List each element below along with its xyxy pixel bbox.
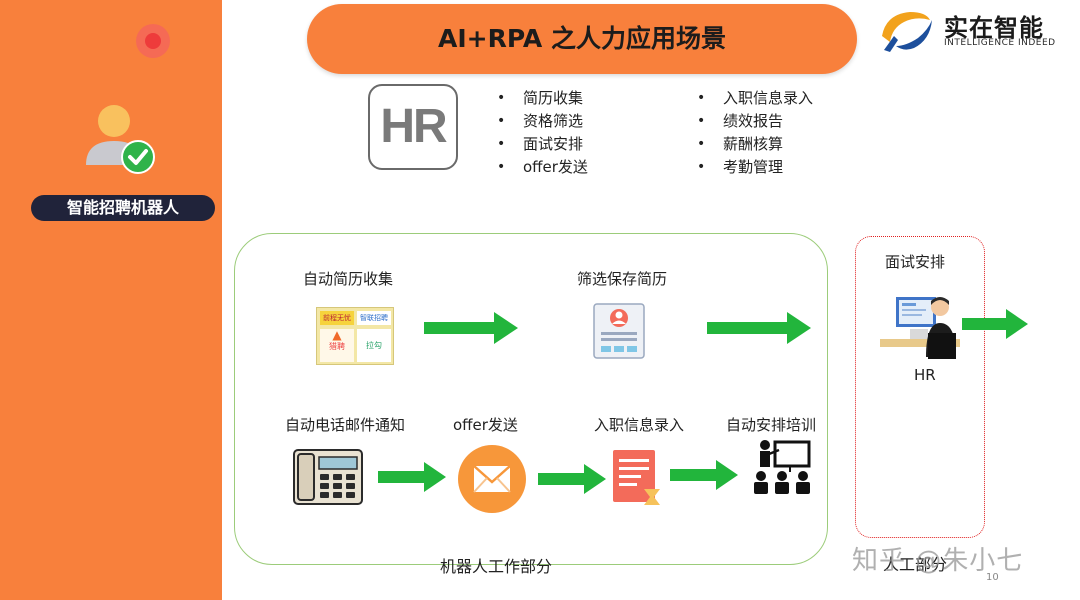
onboarding-form-icon <box>613 450 660 505</box>
recruit-sites-icon: 前程无忧 智联招聘 ▲ 猎聘 拉勾 <box>316 307 394 365</box>
step-resume-collect-label: 自动简历收集 <box>303 270 394 288</box>
step-onboard-label: 入职信息录入 <box>594 416 685 434</box>
site-liepin: 猎聘 <box>329 342 345 351</box>
list-item: offer发送 <box>497 156 588 179</box>
arrow-right-icon <box>378 462 446 492</box>
list-item: 入职信息录入 <box>697 87 813 110</box>
arrow-right-icon <box>424 312 518 344</box>
logo-en-text: INTELLIGENCE INDEED <box>944 38 1056 48</box>
email-icon <box>458 445 526 513</box>
step-offer-label: offer发送 <box>453 416 518 434</box>
robot-label: 智能招聘机器人 <box>31 195 215 221</box>
logo-cn-text: 实在智能 <box>944 14 1044 42</box>
list-item: 薪酬核算 <box>697 133 813 156</box>
resume-icon <box>593 303 645 359</box>
site-51job: 前程无忧 <box>320 311 354 325</box>
list-item: 考勤管理 <box>697 156 813 179</box>
step-training-label: 自动安排培训 <box>726 416 817 434</box>
arrow-right-icon <box>670 460 738 490</box>
hr-desk-icon <box>880 297 960 359</box>
scenario-list-left: 简历收集 资格筛选 面试安排 offer发送 <box>497 87 588 179</box>
arrow-right-icon <box>707 312 811 344</box>
hr-caption: HR <box>914 366 936 384</box>
training-icon <box>754 440 811 494</box>
page-number: 10 <box>986 572 999 583</box>
site-zhaopin: 智联招聘 <box>357 311 391 325</box>
company-logo: 实在智能 INTELLIGENCE INDEED <box>872 4 1072 56</box>
site-lagou: 拉勾 <box>357 329 391 362</box>
telephone-icon <box>293 449 363 505</box>
step-screen-save-label: 筛选保存简历 <box>577 270 668 288</box>
list-item: 简历收集 <box>497 87 588 110</box>
list-item: 绩效报告 <box>697 110 813 133</box>
site-liepin-box: ▲ 猎聘 <box>320 329 354 362</box>
step-interview-label: 面试安排 <box>885 253 946 271</box>
record-dot-icon <box>136 24 170 58</box>
user-check-icon <box>86 105 155 174</box>
scenario-list-right: 入职信息录入 绩效报告 薪酬核算 考勤管理 <box>697 87 813 179</box>
watermark: 知乎 @朱小七 <box>852 546 1024 576</box>
arrow-right-icon <box>538 464 606 494</box>
list-item: 面试安排 <box>497 133 588 156</box>
page-title: AI+RPA 之人力应用场景 <box>307 4 857 74</box>
liepin-icon: ▲ <box>332 328 342 342</box>
robot-area-label: 机器人工作部分 <box>440 557 553 576</box>
manual-work-area <box>855 236 985 538</box>
logo-mark-icon <box>882 12 932 52</box>
hr-logo: HR <box>368 84 458 170</box>
arrow-right-icon <box>962 309 1028 339</box>
manual-area-label: 人工部分 <box>883 555 948 574</box>
left-panel: 智能招聘机器人 <box>0 0 222 600</box>
robot-work-area <box>234 233 828 565</box>
step-notify-label: 自动电话邮件通知 <box>285 416 406 434</box>
list-item: 资格筛选 <box>497 110 588 133</box>
